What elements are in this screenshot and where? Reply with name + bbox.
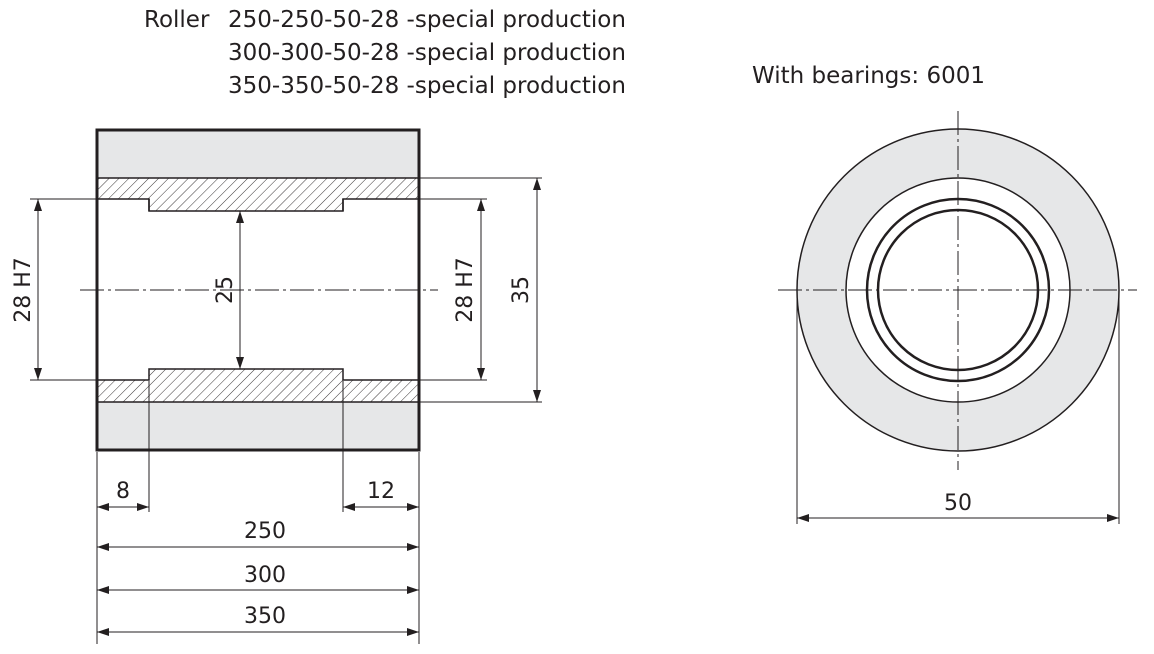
label-left-step: 8 — [116, 479, 130, 504]
label-right-bore: 28 H7 — [453, 257, 478, 323]
label-diameter: 50 — [944, 491, 972, 516]
roller-label: Roller — [144, 7, 210, 33]
label-right-step: 12 — [367, 479, 395, 504]
label-outer: 35 — [509, 276, 534, 304]
spec-line-1: 250-250-50-28 -special production — [228, 7, 626, 33]
spec-line-3: 350-350-50-28 -special production — [228, 73, 626, 99]
bearings-label: With bearings: 6001 — [752, 63, 985, 89]
label-left-bore: 28 H7 — [11, 257, 36, 323]
label-inner: 25 — [213, 276, 238, 304]
tire-ring — [797, 129, 1119, 451]
front-view: 50 — [778, 111, 1137, 524]
spec-line-2: 300-300-50-28 -special production — [228, 40, 626, 66]
side-view: 28 H7 25 28 H7 35 8 12 250 300 350 — [11, 128, 542, 644]
bottom-tire-band — [97, 402, 419, 450]
label-length-3: 350 — [244, 604, 286, 629]
top-hatched-section — [96, 177, 420, 212]
label-length-2: 300 — [244, 563, 286, 588]
top-tire-band — [97, 130, 419, 178]
label-length-1: 250 — [244, 519, 286, 544]
bottom-hatched-section — [96, 368, 420, 403]
